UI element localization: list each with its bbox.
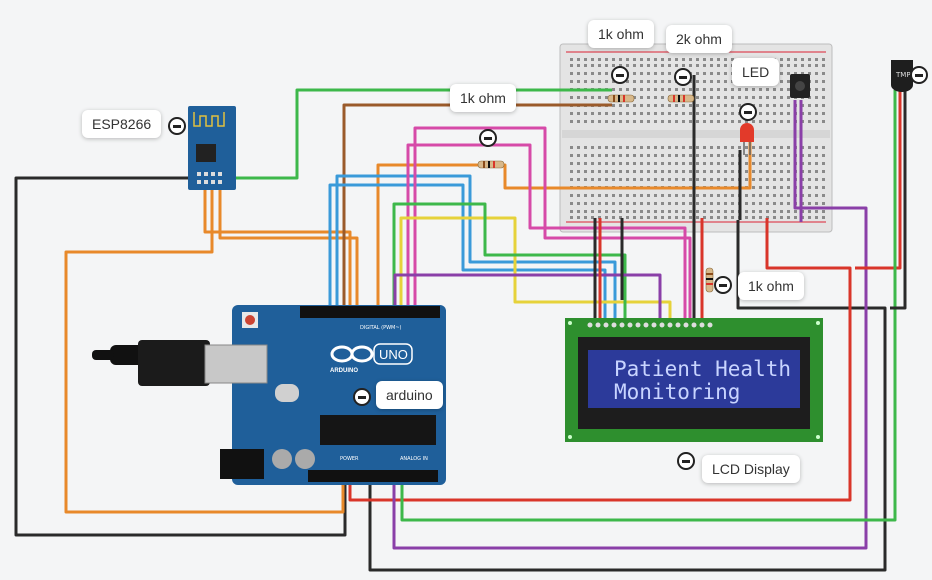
label-resistor-1k-c: 1k ohm: [738, 272, 804, 300]
wire-blue-2: [328, 183, 607, 322]
label-arduino: arduino: [376, 381, 443, 409]
label-resistor-1k-b: 1k ohm: [588, 20, 654, 48]
arduino-uno-board[interactable]: UNO ARDUINO DIGITAL (PWM~) ANALOG IN POW…: [92, 305, 446, 485]
wire-red-long: [348, 218, 852, 502]
wire-orange-esp-3: [218, 190, 359, 310]
wire-purple-long: [392, 100, 868, 550]
ir-sensor[interactable]: [790, 74, 810, 98]
lcd-pins: [587, 322, 713, 328]
label-resistor-1k-a: 1k ohm: [450, 84, 516, 112]
label-led: LED: [732, 58, 780, 86]
esp8266-module[interactable]: [188, 106, 236, 190]
minus-icon[interactable]: [910, 66, 928, 84]
minus-icon[interactable]: [739, 103, 757, 121]
sensor-tag: TMP: [895, 71, 911, 79]
minus-icon[interactable]: [677, 452, 695, 470]
label-resistor-2k: 2k ohm: [666, 25, 732, 53]
led[interactable]: [740, 123, 754, 155]
breadboard-holes: [570, 58, 825, 219]
wire-black-temp: [890, 90, 907, 310]
resistor-r2[interactable]: [477, 160, 505, 169]
resistor-r4[interactable]: [705, 267, 714, 293]
temperature-sensor[interactable]: TMP: [891, 60, 913, 92]
minus-icon[interactable]: [674, 68, 692, 86]
wire-black-ground: [14, 176, 347, 537]
lcd-display[interactable]: Patient Health Monitoring: [565, 318, 823, 442]
minus-icon[interactable]: [168, 117, 186, 135]
wire-yellow: [399, 216, 672, 322]
minus-icon[interactable]: [353, 388, 371, 406]
lcd-line-1: Patient Health: [614, 357, 791, 381]
resistor-r1[interactable]: [607, 94, 635, 103]
wire-green-temp: [400, 90, 897, 522]
label-esp8266: ESP8266: [82, 110, 162, 138]
board-digital-label: DIGITAL (PWM~): [360, 325, 402, 331]
label-lcd-display: LCD Display: [702, 455, 800, 483]
wire-green-lcd: [392, 202, 627, 322]
minus-icon[interactable]: [714, 276, 732, 294]
resistor-r3[interactable]: [667, 94, 695, 103]
lcd-line-2: Monitoring: [614, 380, 740, 404]
minus-icon[interactable]: [479, 129, 497, 147]
wire-red-temp: [855, 90, 902, 270]
board-analog-label: ANALOG IN: [400, 456, 428, 462]
wire-pink: [406, 143, 687, 322]
wire-orange-esp: [64, 190, 345, 514]
board-power-label: POWER: [340, 456, 359, 462]
wire-pink-2: [413, 126, 692, 322]
breadboard[interactable]: [559, 43, 833, 233]
board-brand: ARDUINO: [330, 368, 358, 374]
wire-orange-esp-2: [203, 190, 352, 310]
board-model: UNO: [379, 347, 408, 362]
minus-icon[interactable]: [611, 66, 629, 84]
wire-brown: [342, 103, 612, 310]
wire-orange-d: [376, 142, 752, 310]
